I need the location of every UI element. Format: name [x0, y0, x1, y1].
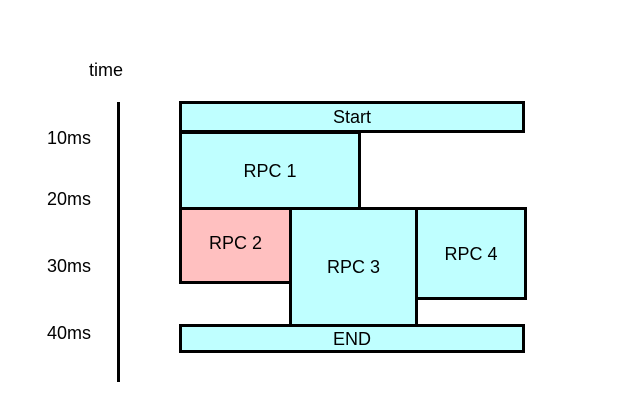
tick-label-30ms: 30ms [47, 256, 92, 276]
rpc4-box: RPC 4 [415, 207, 527, 300]
end-box: END [179, 324, 525, 353]
rpc1-label: RPC 1 [243, 160, 297, 181]
time-axis-line [117, 102, 120, 382]
rpc2-box: RPC 2 [179, 207, 292, 284]
tick-label-10ms: 10ms [47, 128, 92, 148]
start-label: Start [332, 107, 371, 127]
tick-label-20ms: 20ms [47, 189, 92, 209]
rpc3-label: RPC 3 [326, 257, 380, 277]
end-label: END [332, 328, 371, 349]
start-box: Start [179, 101, 525, 133]
rpc3-box: RPC 3 [289, 207, 418, 327]
time-axis-title: time [89, 60, 124, 80]
tick-label-40ms: 40ms [47, 323, 92, 343]
rpc4-label: RPC 4 [444, 243, 498, 264]
rpc1-box: RPC 1 [179, 131, 361, 210]
rpc2-label: RPC 2 [208, 232, 262, 253]
